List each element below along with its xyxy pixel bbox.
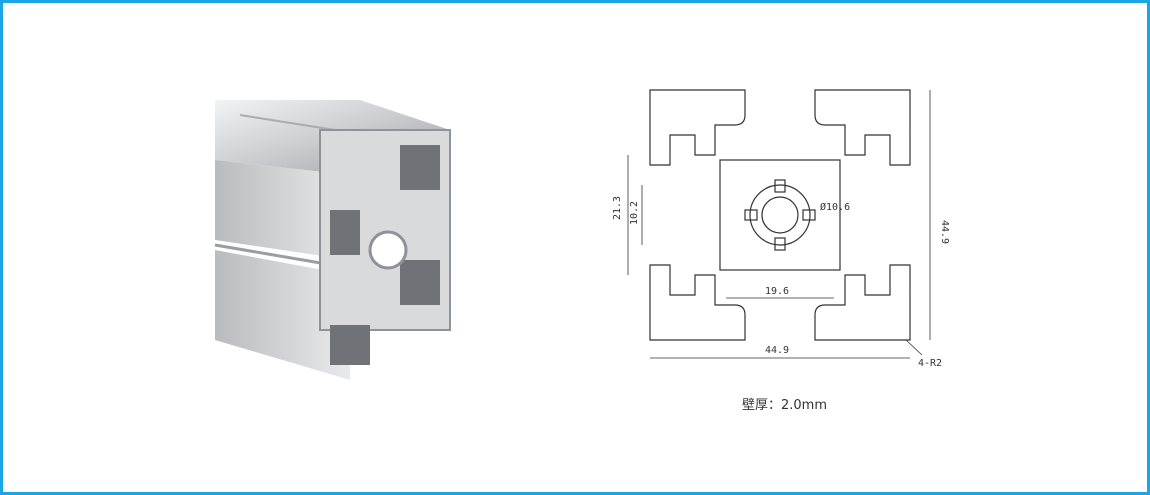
aluminum-profile-photo: [214, 100, 451, 380]
profile-lower-face: [215, 250, 350, 380]
bore-teeth: [744, 179, 816, 251]
dim-center-bore: Ø10.6: [820, 201, 850, 213]
corner-top-left: [649, 89, 746, 166]
corner-bottom-right: [814, 264, 911, 341]
corner-top-right: [814, 89, 911, 166]
profile-side-face: [215, 160, 350, 260]
dim-overall-height: 44.9: [939, 220, 950, 244]
wall-thickness-caption: 壁厚：2.0mm: [742, 398, 828, 413]
dim-slot-inner: 10.2: [629, 201, 640, 225]
dim-overall-width: 44.9: [765, 345, 789, 356]
dim-core-width: 19.6: [765, 286, 789, 297]
center-bore: [749, 184, 811, 246]
corner-bottom-left: [649, 264, 746, 341]
core-square: [719, 159, 841, 271]
dim-slot-outer: 21.3: [612, 196, 623, 220]
profile-center-bore: [368, 230, 408, 270]
cross-section-drawing: 44.9 44.9 21.3 10.2 Ø10.6 19.6 4-R2: [612, 89, 950, 369]
dim-corner-radius: 4-R2: [918, 358, 942, 369]
